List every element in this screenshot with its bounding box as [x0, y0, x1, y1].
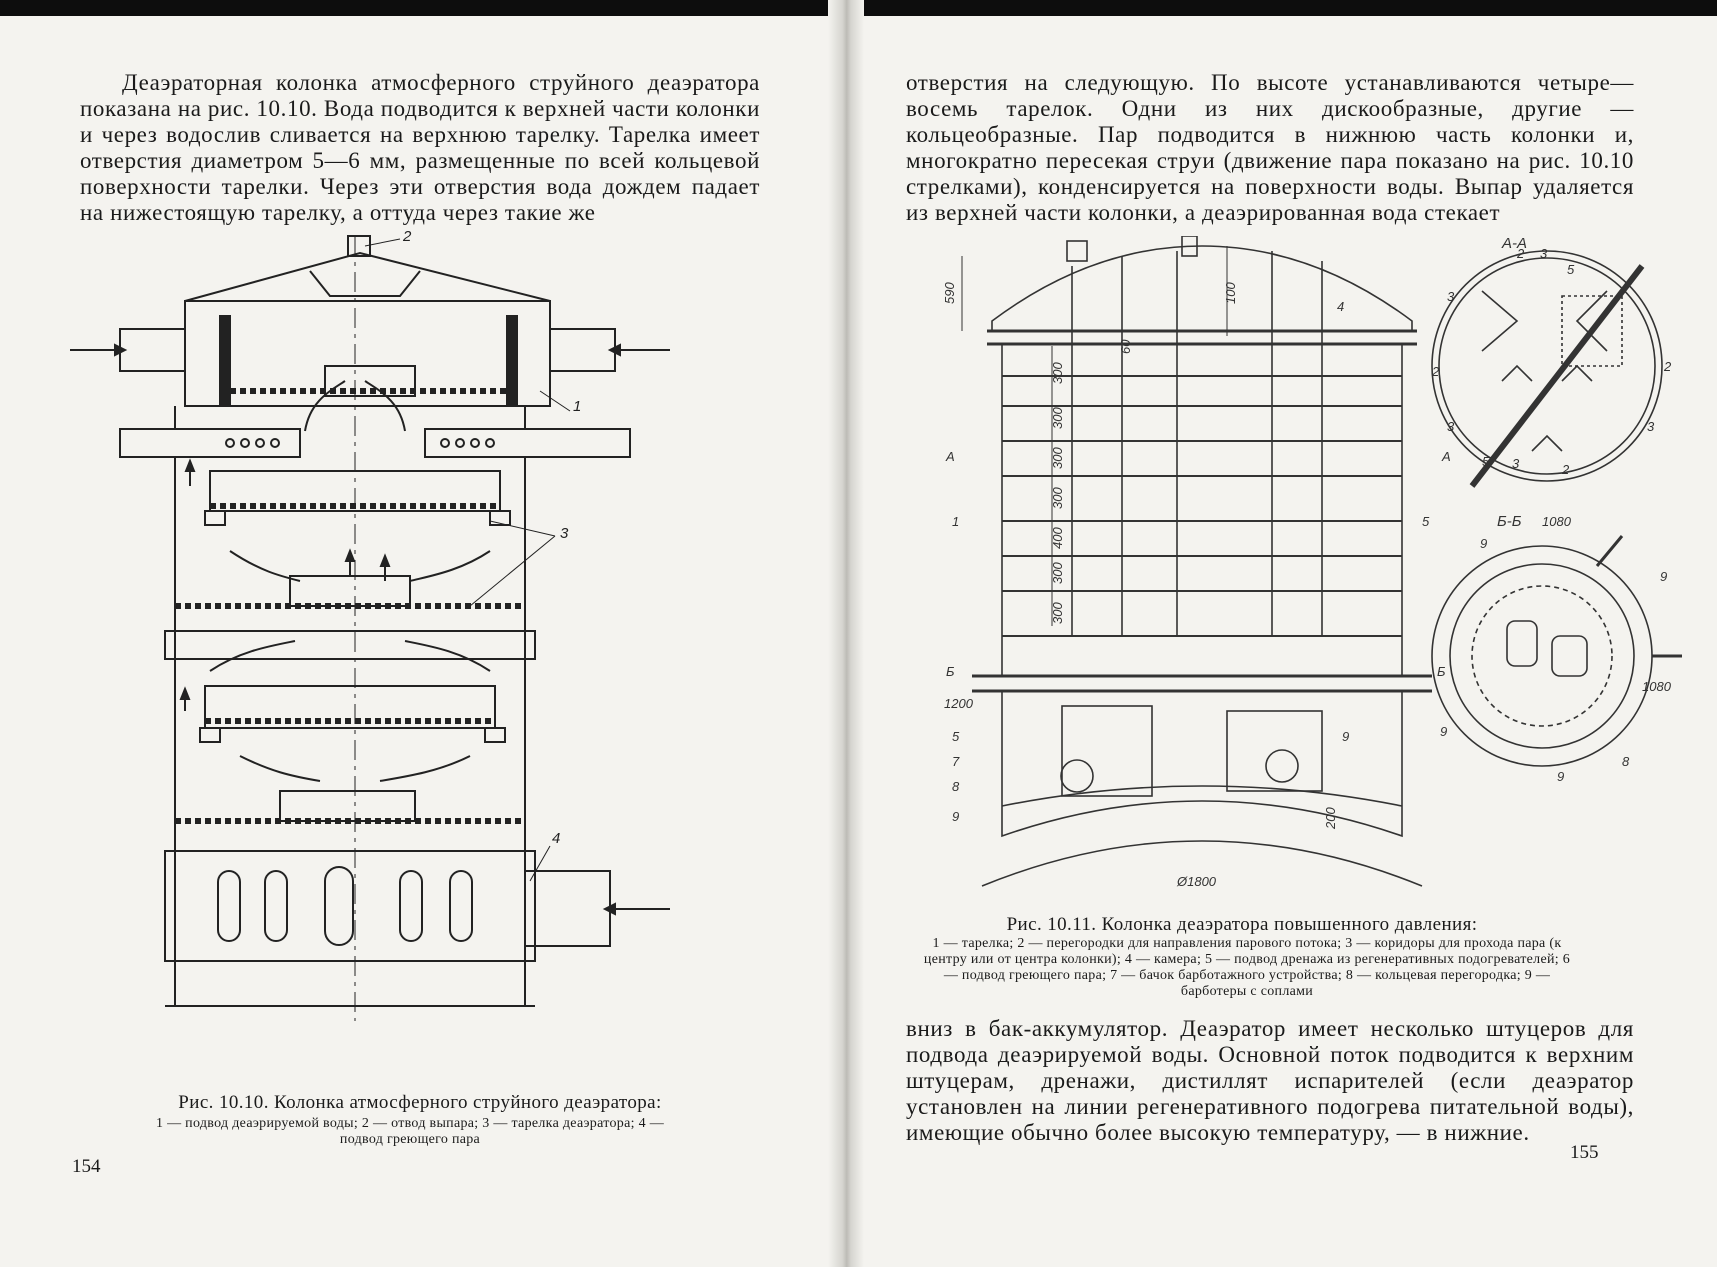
aa-callout-3-c: 3 [1447, 419, 1455, 434]
fig-10-10-caption-legend: 1 — подвод деаэрируемой воды; 2 — отвод … [155, 1116, 664, 1147]
bb-callout-8: 8 [1622, 754, 1630, 769]
aa-callout-2-d: 2 [1561, 462, 1570, 477]
right-page-paragraph-bottom: вниз в бак-аккумулятор. Деаэратор имеет … [906, 1016, 1634, 1145]
fig2-callout-5-left: 5 [952, 729, 960, 744]
aa-callout-2-a: 2 [1516, 246, 1525, 261]
dim-100: 100 [1223, 282, 1238, 304]
fig1-callout-3: 3 [560, 525, 569, 542]
right-page-paragraph-top: отверстия на следующую. По высоте устана… [906, 70, 1634, 225]
dim-300-a: 300 [1050, 362, 1065, 384]
fig-10-10-caption-title: Рис. 10.10. Колонка атмосферного струйно… [178, 1092, 662, 1113]
bb-callout-9-d: 9 [1557, 769, 1564, 784]
aa-callout-3-b: 3 [1447, 289, 1455, 304]
fig2-callout-9-right: 9 [1342, 729, 1349, 744]
fig2-callout-5-right: 5 [1422, 514, 1430, 529]
dim-300-d: 300 [1050, 487, 1065, 509]
dim-300-f: 300 [1050, 602, 1065, 624]
section-mark-a-right: А [1441, 449, 1451, 464]
fig2-callout-1: 1 [952, 514, 959, 529]
right-page: отверстия на следующую. По высоте устана… [862, 16, 1717, 1267]
bb-callout-9-b: 9 [1660, 569, 1667, 584]
fig-10-11-caption-legend: 1 — тарелка; 2 — перегородки для направл… [923, 936, 1571, 999]
fig2-callout-7: 7 [952, 754, 960, 769]
fig2-callout-4: 4 [1337, 299, 1344, 314]
dim-1080-top: 1080 [1542, 514, 1572, 529]
page-number-right: 155 [1570, 1142, 1599, 1163]
left-page-paragraph: Деаэраторная колонка атмосферного струйн… [80, 70, 760, 225]
dim-590: 590 [942, 282, 957, 304]
dim-1080-right: 1080 [1642, 679, 1672, 694]
section-bb-label: Б-Б [1497, 513, 1522, 530]
figure-10-10: 2 1 3 4 [70, 231, 670, 1021]
section-mark-b-right: Б [1437, 664, 1446, 679]
bb-callout-9-a: 9 [1480, 536, 1487, 551]
fig-10-11-caption-title: Рис. 10.11. Колонка деаэратора повышенно… [1006, 914, 1478, 935]
dim-diameter-1800: Ø1800 [1176, 874, 1217, 889]
fig2-callout-8: 8 [952, 779, 960, 794]
page-number-left: 154 [72, 1156, 101, 1177]
section-mark-b-left: Б [946, 664, 955, 679]
dim-300-e: 300 [1050, 562, 1065, 584]
aa-callout-5-a: 5 [1567, 262, 1575, 277]
fig1-callout-4: 4 [552, 830, 560, 847]
section-aa-label: А-А [1501, 236, 1527, 252]
dim-1200: 1200 [944, 696, 974, 711]
dim-400: 400 [1050, 527, 1065, 549]
aa-callout-3-a: 3 [1540, 246, 1548, 261]
fig1-callout-1: 1 [573, 398, 581, 415]
book-gutter [828, 0, 864, 1267]
aa-callout-5-b: 5 [1482, 454, 1490, 469]
bb-callout-9-c: 9 [1440, 724, 1447, 739]
dim-300-b: 300 [1050, 407, 1065, 429]
dim-300-c: 300 [1050, 447, 1065, 469]
section-mark-a-left: А [945, 449, 955, 464]
aa-callout-3-e: 3 [1512, 456, 1520, 471]
fig1-callout-2: 2 [402, 231, 412, 245]
aa-callout-3-d: 3 [1647, 419, 1655, 434]
dim-60: 60 [1118, 339, 1133, 354]
figure-10-11: А-А Б-Б 590 100 300 60 300 300 300 400 3… [942, 236, 1682, 889]
left-page: Деаэраторная колонка атмосферного струйн… [0, 16, 830, 1267]
aa-callout-2-b: 2 [1431, 364, 1440, 379]
aa-callout-2-c: 2 [1663, 359, 1672, 374]
dim-200: 200 [1323, 807, 1338, 830]
fig2-callout-9-left: 9 [952, 809, 959, 824]
